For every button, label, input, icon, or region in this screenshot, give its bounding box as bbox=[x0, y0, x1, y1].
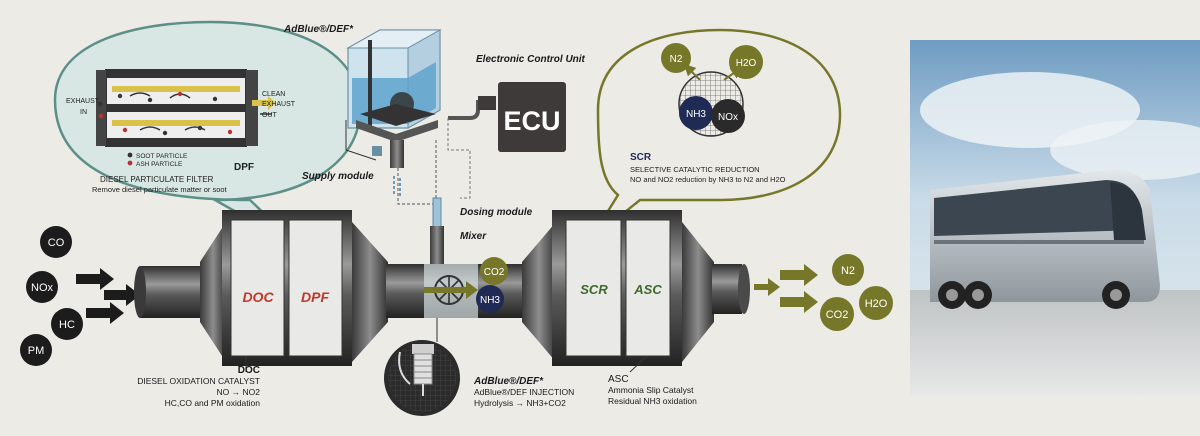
input-nox-label: NOx bbox=[31, 282, 54, 294]
dosing-module-label: Dosing module bbox=[460, 207, 533, 218]
hc-circle bbox=[51, 308, 83, 340]
output-arrow-1 bbox=[780, 264, 818, 286]
injection-caption-line-2: Hydrolysis → NH3+CO2 bbox=[474, 398, 566, 408]
doc-chamber bbox=[230, 219, 285, 357]
doc-caption-title: DOC bbox=[237, 365, 260, 376]
scr-nox-label: NOx bbox=[718, 112, 738, 123]
bus-illustration bbox=[910, 40, 1200, 395]
exhaust-in-label-1: EXHAUST bbox=[66, 98, 100, 105]
output-co2-label: CO2 bbox=[826, 309, 849, 321]
input-gases: CO NOx HC PM bbox=[20, 226, 140, 366]
asc-caption: ASC Ammonia Slip Catalyst Residual NH3 o… bbox=[608, 374, 697, 407]
scr-h2o-label: H2O bbox=[736, 58, 757, 69]
exhaust-in-label-2: IN bbox=[80, 109, 87, 116]
output-co2-circle bbox=[820, 297, 854, 331]
mixer-co2-label: CO2 bbox=[484, 267, 505, 278]
supply-module-label: Supply module bbox=[302, 171, 374, 182]
n2-molecule bbox=[661, 43, 691, 73]
doc-caption-line-1: DIESEL OXIDATION CATALYST bbox=[137, 376, 260, 386]
ecu-text: ECU bbox=[503, 106, 560, 136]
input-pm-label: PM bbox=[28, 345, 45, 357]
output-n2-label: N2 bbox=[841, 265, 855, 277]
nox-molecule bbox=[711, 99, 745, 133]
h2o-molecule bbox=[729, 45, 763, 79]
scr-bubble: N2 H2O NH3 NOx SCR SELECTIVE CATALYTIC R… bbox=[588, 28, 842, 241]
nh3-mixer-circle bbox=[476, 285, 504, 313]
input-arrow-1 bbox=[76, 268, 114, 290]
dpf-bubble-desc-2: Remove diesel particulate matter or soot bbox=[92, 185, 228, 194]
output-h2o-circle bbox=[859, 286, 893, 320]
asc-caption-line-1: Ammonia Slip Catalyst bbox=[608, 385, 694, 395]
dpf-bubble: EXHAUST IN CLEAN EXHAUST OUT SOOT PARTIC… bbox=[53, 20, 362, 250]
dpf-bubble-desc-1: DIESEL PARTICULATE FILTER bbox=[100, 175, 214, 184]
asc-leader-line bbox=[629, 355, 648, 373]
bus-photo bbox=[910, 40, 1200, 395]
injection-caption-line-1: AdBlue®/DEF INJECTION bbox=[474, 387, 575, 397]
mixer-flow-arrow bbox=[424, 281, 478, 299]
asc-caption-line-2: Residual NH3 oxidation bbox=[608, 396, 697, 406]
clean-out-label-2: EXHAUST bbox=[262, 101, 296, 108]
pm-circle bbox=[20, 334, 52, 366]
output-arrow-2 bbox=[780, 291, 818, 313]
doc-chamber-label: DOC bbox=[242, 289, 274, 305]
clean-out-label-3: OUT bbox=[262, 112, 278, 119]
adblue-tank bbox=[345, 29, 442, 205]
nh3-molecule bbox=[679, 96, 713, 130]
clean-out-label-1: CLEAN bbox=[262, 91, 285, 98]
co2-mixer-circle bbox=[480, 257, 508, 285]
dpf-bubble-title: DPF bbox=[234, 162, 254, 173]
dpf-chamber bbox=[288, 219, 343, 357]
scr-chamber bbox=[565, 219, 622, 357]
injection-caption-title: AdBlue®/DEF* bbox=[474, 376, 544, 387]
asc-chamber-label: ASC bbox=[633, 282, 662, 297]
input-hc-label: HC bbox=[59, 319, 75, 331]
soot-legend-dot bbox=[127, 152, 133, 158]
bus-windows bbox=[934, 180, 1142, 236]
nox-circle bbox=[26, 271, 58, 303]
ash-particle-label: ASH PARTICLE bbox=[136, 161, 183, 168]
injection-caption: AdBlue®/DEF* AdBlue®/DEF INJECTION Hydro… bbox=[474, 376, 574, 409]
scr-nh3-label: NH3 bbox=[686, 109, 706, 120]
output-gases: N2 CO2 H2O bbox=[754, 254, 893, 331]
scr-n2-label: N2 bbox=[670, 54, 683, 65]
mixer-nh3-label: NH3 bbox=[480, 295, 500, 306]
doc-caption-line-2: NO → NO2 bbox=[216, 387, 260, 397]
adblue-top-label: AdBlue®/DEF* bbox=[284, 24, 354, 35]
mixer-label: Mixer bbox=[460, 231, 487, 242]
scr-bubble-title: SCR bbox=[630, 152, 652, 163]
dpf-filter-illustration bbox=[96, 69, 276, 166]
asc-caption-title: ASC bbox=[608, 374, 629, 385]
input-co-label: CO bbox=[48, 237, 65, 249]
doc-caption: DOC DIESEL OXIDATION CATALYST NO → NO2 H… bbox=[100, 365, 260, 409]
scr-bubble-desc-2: NO and NO2 reduction by NH3 to N2 and H2… bbox=[630, 175, 786, 184]
dpf-chamber-label: DPF bbox=[301, 289, 329, 305]
ash-legend-dot bbox=[127, 160, 133, 166]
output-h2o-label: H2O bbox=[865, 298, 888, 310]
input-arrow-3 bbox=[86, 302, 124, 324]
co-circle bbox=[40, 226, 72, 258]
output-n2-circle bbox=[832, 254, 864, 286]
asc-chamber bbox=[625, 219, 671, 357]
exhaust-system: DOC DPF CO2 NH3 SCR ASC bbox=[134, 210, 750, 366]
outlet-pipe bbox=[712, 264, 742, 314]
scr-chamber-label: SCR bbox=[580, 282, 608, 297]
scr-bubble-desc-1: SELECTIVE CATALYTIC REDUCTION bbox=[630, 165, 760, 174]
input-arrow-2 bbox=[104, 284, 140, 306]
soot-particle-label: SOOT PARTICLE bbox=[136, 153, 188, 160]
ecu-unit: ECU bbox=[447, 82, 566, 199]
doc-caption-line-3: HC,CO and PM oxidation bbox=[164, 398, 260, 408]
supply-module bbox=[390, 140, 404, 168]
ecu-caption: Electronic Control Unit bbox=[476, 54, 585, 65]
injector-detail bbox=[384, 318, 460, 416]
ecu-box bbox=[498, 82, 566, 152]
inlet-pipe bbox=[140, 266, 202, 318]
